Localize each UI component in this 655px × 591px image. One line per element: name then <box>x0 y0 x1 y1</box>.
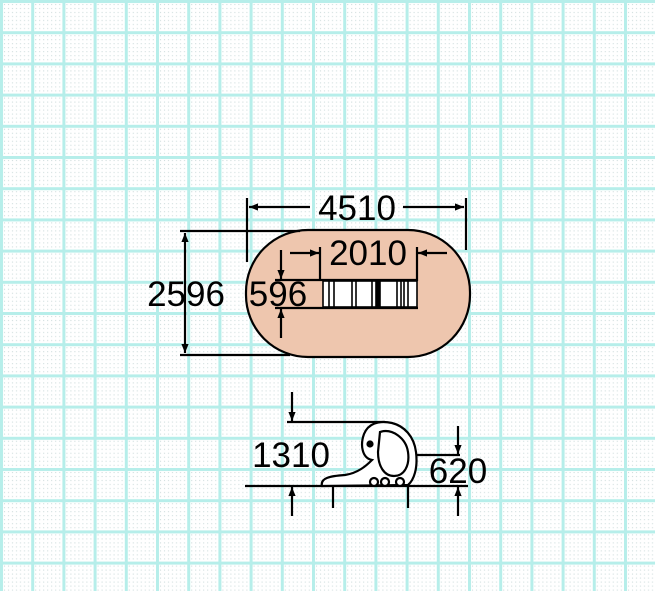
dimension-seat-height: 620 <box>429 452 487 491</box>
dimension-overall-width: 2596 <box>147 275 225 314</box>
elephant-top-view <box>322 280 418 308</box>
dimension-element-width: 596 <box>249 275 307 314</box>
dimension-element-length: 2010 <box>329 234 407 273</box>
top-view: 4510 2596 2010 596 <box>147 189 472 359</box>
dimension-overall-length: 4510 <box>318 189 396 228</box>
elephant-side-view <box>320 420 418 508</box>
dimension-total-height: 1310 <box>252 436 330 475</box>
side-view: 1310 620 <box>245 392 487 516</box>
